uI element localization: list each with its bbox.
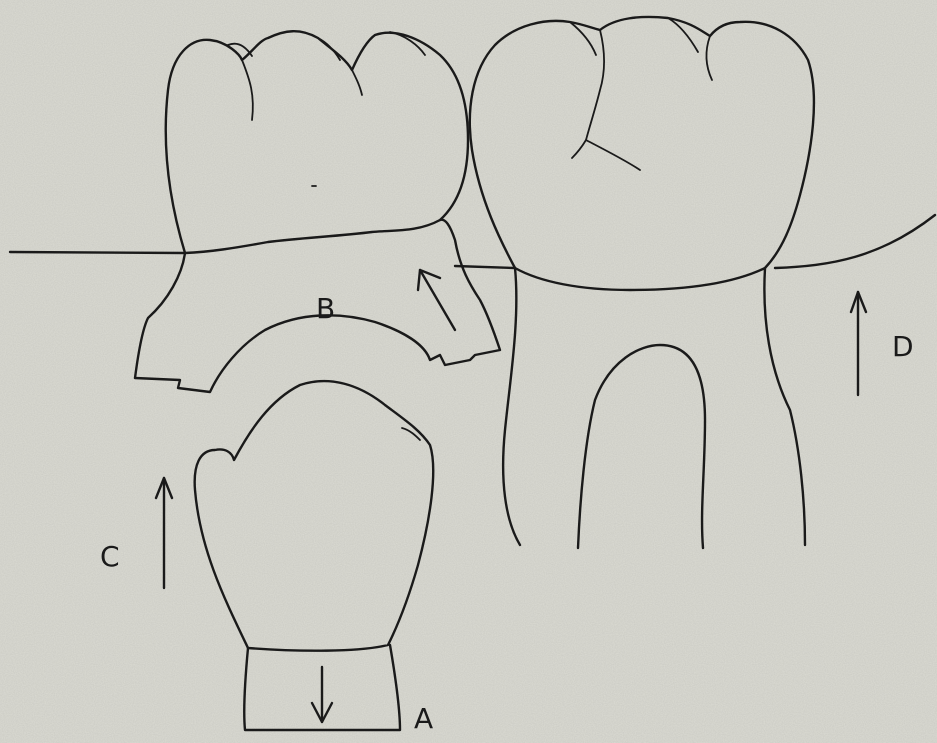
label-c: C (100, 540, 120, 573)
label-a: A (414, 702, 433, 735)
label-b: B (316, 292, 335, 325)
label-d: D (892, 330, 914, 363)
